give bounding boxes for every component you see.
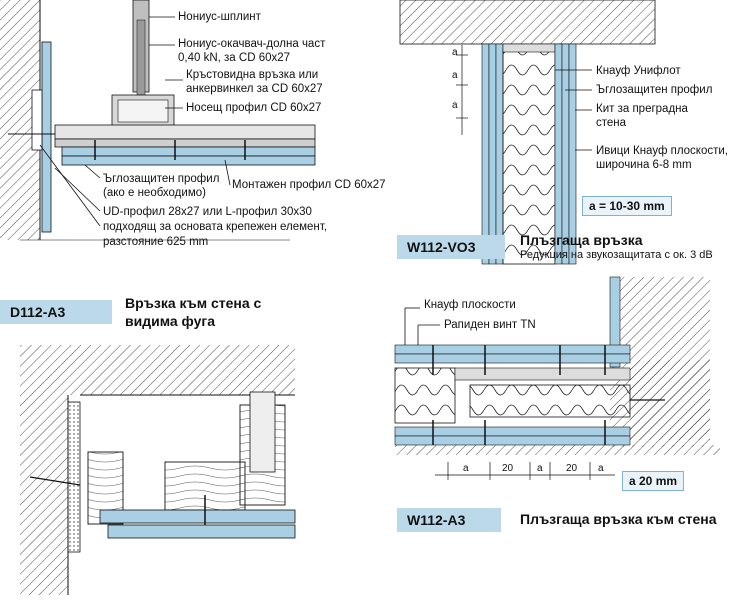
title-w112-vo3: Плъзгаща връзка xyxy=(520,232,643,248)
code-d112-a3: D112-A3 xyxy=(0,300,112,324)
label-ud-profile-2: подходящ за основата крепежен елемент, xyxy=(103,221,327,233)
w112vo3-detail-drawing xyxy=(399,0,656,265)
dim-w112a3-1: 20 xyxy=(502,463,514,474)
label-corner-profile-2: (ако е необходимо) xyxy=(103,187,206,199)
label-rapid-screw: Рапиден винт TN xyxy=(444,319,536,331)
title-d112-a3-line2: видима фуга xyxy=(125,313,216,329)
d112-detail-drawing xyxy=(0,0,316,241)
dim-w112a3-0: a xyxy=(463,463,469,474)
label-putty-1: Кит за преградна xyxy=(596,103,688,115)
code-w112-vo3: W112-VO3 xyxy=(397,235,505,259)
label-nonius-pin: Нониус-шплинт xyxy=(178,11,261,23)
label-mounting-profile: Монтажен профил CD 60x27 xyxy=(232,179,386,191)
title-d112-a3-line1: Връзка към стена с xyxy=(125,295,262,311)
dim-a-1: a xyxy=(452,47,458,58)
label-nonius-hanger-1: Нониус-окачвач-долна част xyxy=(178,38,326,50)
d112-bottom-drawing xyxy=(20,345,296,595)
label-cross-connection-2: анкервинкел за CD 60x27 xyxy=(186,83,323,95)
label-ud-profile-1: UD-профил 28x27 или L-профил 30x30 xyxy=(103,206,312,218)
label-carrier-profile: Носещ профил CD 60x27 xyxy=(186,102,322,114)
code-w112-a3: W112-A3 xyxy=(397,508,501,532)
label-knauf-boards: Кнауф плоскости xyxy=(424,299,516,311)
label-strips-1: Ивици Кнауф плоскости, xyxy=(596,145,729,157)
title-w112-a3: Плъзгаща връзка към стена xyxy=(520,511,717,527)
dim-a-3: a xyxy=(452,100,458,111)
dim-a-2: a xyxy=(452,70,458,81)
dim-w112a3-2: a xyxy=(537,463,543,474)
label-uniflot: Кнауф Унифлот xyxy=(596,65,681,77)
label-corner-profile-vo3: Ъглозащитен профил xyxy=(596,84,713,96)
dim-w112a3-4: a xyxy=(598,463,604,474)
dimension-box-vo3: a = 10-30 mm xyxy=(582,196,672,216)
label-corner-profile-1: Ъглозащитен профил xyxy=(103,173,220,185)
subtitle-w112-vo3: Редукция на звукозащитата с ок. 3 dB xyxy=(520,249,713,261)
label-putty-2: стена xyxy=(596,117,627,129)
label-ud-profile-3: разстояние 625 mm xyxy=(103,236,209,248)
dimension-box-a3: a 20 mm xyxy=(622,471,685,491)
w112a3-detail-drawing xyxy=(394,276,720,480)
label-cross-connection-1: Кръстовидна връзка или xyxy=(186,69,319,81)
label-strips-2: широчина 6-8 mm xyxy=(596,159,692,171)
dim-w112a3-3: 20 xyxy=(566,463,578,474)
label-nonius-hanger-2: 0,40 kN, за CD 60x27 xyxy=(178,52,291,64)
